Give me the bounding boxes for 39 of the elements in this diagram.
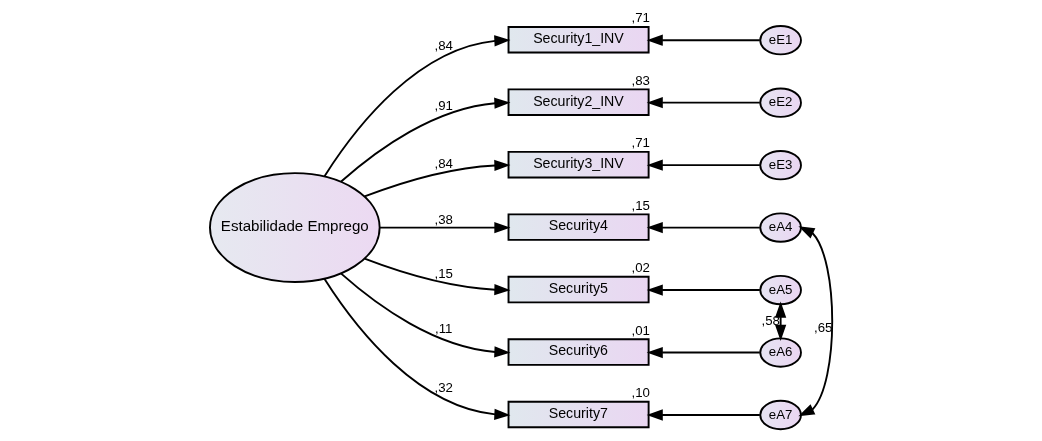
- node-ellipse: eA4: [759, 212, 802, 243]
- arrow: [646, 159, 761, 171]
- node-label: ,71: [631, 135, 650, 151]
- edge-label: ,38: [434, 212, 453, 227]
- node-label: ,10: [631, 385, 650, 401]
- arrow: [775, 301, 787, 341]
- arrow: [646, 284, 761, 296]
- arrow: [339, 272, 511, 358]
- edge-label: ,84: [434, 156, 453, 172]
- arrow: [646, 97, 761, 109]
- edge-label: ,91: [434, 98, 453, 114]
- arrow: [363, 159, 511, 198]
- edge-label: ,15: [434, 265, 453, 281]
- arrow: [646, 34, 761, 46]
- arrow: [379, 221, 511, 234]
- arrow: [646, 221, 761, 234]
- arrow: [798, 226, 834, 417]
- arrow: [339, 97, 511, 183]
- arrow: [646, 346, 761, 359]
- node-label: ,02: [631, 260, 650, 276]
- arrow: [323, 35, 511, 178]
- node-ellipse: eE2: [759, 87, 802, 118]
- node-label: ,01: [631, 322, 650, 338]
- node-label: ,71: [631, 10, 650, 26]
- node-ellipse: eA6: [759, 337, 802, 368]
- node-label: ,83: [631, 72, 650, 88]
- node-ellipse: eE1: [759, 25, 802, 56]
- edge-label: ,58: [761, 312, 780, 328]
- node-ellipse: eA5: [759, 274, 802, 306]
- arrow: [323, 277, 511, 420]
- edge-label: ,84: [434, 37, 453, 53]
- node-label: ,15: [631, 197, 650, 213]
- edge-label: ,11: [434, 320, 453, 336]
- node-ellipse: eE3: [759, 150, 802, 181]
- arrow: [363, 257, 511, 296]
- node-ellipse: eA7: [759, 399, 802, 431]
- edge-label: ,32: [434, 379, 453, 395]
- arrow: [646, 409, 761, 421]
- node-ellipse: Estabilidade Emprego: [209, 172, 381, 283]
